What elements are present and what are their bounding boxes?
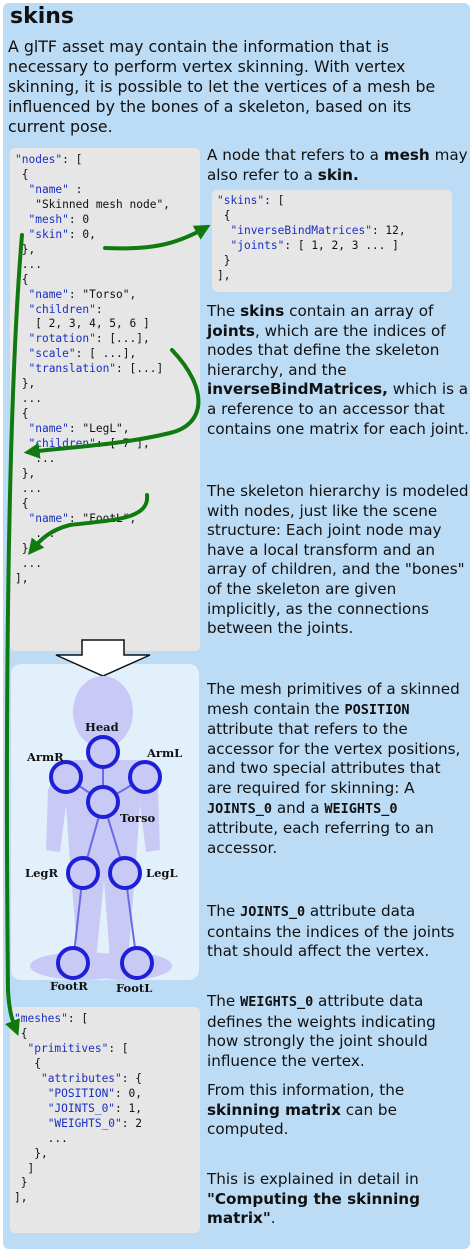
code-line: ... xyxy=(15,556,42,570)
code-line: "translation": [...] xyxy=(28,362,164,376)
code-line: "primitives": [ xyxy=(27,1041,129,1055)
label-armr: ArmR xyxy=(26,750,64,764)
code-line: ], xyxy=(14,1191,28,1205)
arrow-children-to-legl xyxy=(23,348,201,459)
code-line: { xyxy=(15,496,29,510)
label-legr: LegR xyxy=(25,866,58,880)
joint-head xyxy=(86,735,120,769)
code-line: "name": "Torso", xyxy=(28,287,137,301)
code-line: "name" : xyxy=(28,182,83,196)
code-line: "skins": [ xyxy=(217,194,285,207)
label-arml: ArmL xyxy=(146,746,182,760)
code-line: "skin": 0, xyxy=(28,227,96,241)
code-line: } xyxy=(14,1176,28,1190)
page-title: skins xyxy=(10,4,75,29)
joints-attribute-description: The JOINTS_0 attribute data contains the… xyxy=(207,902,455,961)
code-line: ], xyxy=(15,571,29,585)
joint-legl xyxy=(108,856,142,890)
skinning-matrix-description: From this information, the skinning matr… xyxy=(207,1081,405,1139)
code-line: "scale": [ ...], xyxy=(28,347,137,361)
arrow-children-to-footl xyxy=(28,493,150,555)
code-line: "WEIGHTS_0": 2 xyxy=(47,1116,142,1130)
hierarchy-description: The skeleton hierarchy is modeled with n… xyxy=(207,482,469,638)
code-line: }, xyxy=(14,1146,48,1160)
nodes-code-block: "nodes": [ { "name" : "Skinned mesh node… xyxy=(10,148,200,651)
code-line: { xyxy=(217,208,231,222)
code-line: }, xyxy=(15,467,36,481)
code-line: ] xyxy=(14,1161,35,1175)
code-line: "POSITION": 0, xyxy=(47,1086,142,1100)
code-line: ... xyxy=(15,526,56,540)
joint-footr xyxy=(56,946,90,980)
intro-text: A glTF asset may contain the information… xyxy=(8,37,436,136)
code-line: { xyxy=(14,1026,28,1040)
label-legl: LegL xyxy=(146,866,178,880)
code-line: "inverseBindMatrices": 12, xyxy=(230,223,406,237)
code-line: ... xyxy=(15,481,42,495)
label-head: Head xyxy=(85,720,119,734)
code-line: ], xyxy=(217,268,231,282)
code-line: { xyxy=(15,272,29,286)
code-line: "JOINTS_0": 1, xyxy=(47,1101,142,1115)
code-line: "Skinned mesh node", xyxy=(15,197,170,211)
code-line: }, xyxy=(15,242,36,256)
code-line: ... xyxy=(15,392,42,406)
arrow-mesh-to-meshes xyxy=(4,233,24,1036)
joint-legr xyxy=(66,856,100,890)
code-line: { xyxy=(14,1056,41,1070)
code-line: ... xyxy=(15,257,42,271)
code-line: "children": xyxy=(28,302,103,316)
arrow-skin-to-skins xyxy=(103,224,211,251)
code-line: } xyxy=(217,253,231,267)
mesh-primitives-description: The mesh primitives of a skinned mesh co… xyxy=(207,680,461,857)
code-line: "attributes": { xyxy=(40,1071,142,1085)
down-arrow-icon xyxy=(55,639,151,677)
code-line: "meshes": [ xyxy=(14,1012,89,1025)
joint-torso xyxy=(86,785,120,819)
skin-note: A node that refers to a mesh may also re… xyxy=(207,146,468,184)
label-footl: FootL xyxy=(116,981,152,995)
code-line: "joints": [ 1, 2, 3 ... ] xyxy=(230,238,399,252)
code-line: [ 2, 3, 4, 5, 6 ] xyxy=(15,317,150,331)
code-line: ... xyxy=(14,1131,68,1145)
code-line: "nodes": [ xyxy=(15,153,83,166)
label-footr: FootR xyxy=(50,979,88,993)
joint-footl xyxy=(120,946,154,980)
meshes-code-block: "meshes": [ { "primitives": [ { "attribu… xyxy=(10,1007,200,1233)
code-line: { xyxy=(15,407,29,421)
code-line: "name": "LegL", xyxy=(28,422,130,436)
weights-attribute-description: The WEIGHTS_0 attribute data defines the… xyxy=(207,992,436,1070)
code-line: }, xyxy=(15,377,36,391)
joint-arml xyxy=(128,760,162,794)
code-line: "mesh": 0 xyxy=(28,212,90,226)
label-torso: Torso xyxy=(120,811,155,825)
code-line: "rotation": [...], xyxy=(28,332,150,346)
explanation-reference: This is explained in detail in "Computin… xyxy=(207,1170,420,1228)
joint-armr xyxy=(49,760,83,794)
code-line: { xyxy=(15,167,29,181)
skins-description: The skins contain an array of joints, wh… xyxy=(207,302,469,438)
skins-code-block: "skins": [ { "inverseBindMatrices": 12, … xyxy=(212,190,452,292)
